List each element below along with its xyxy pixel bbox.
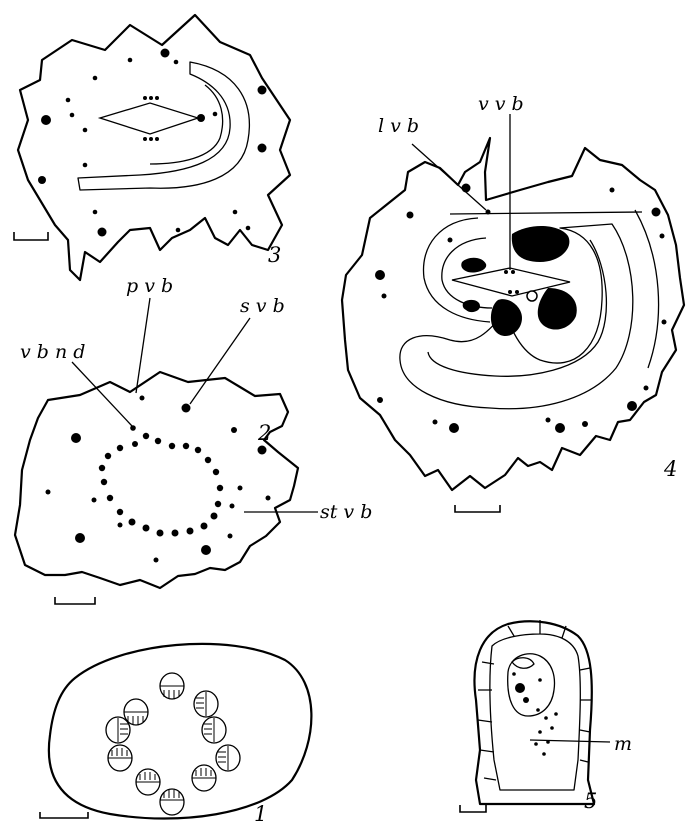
panel-4-number: 4 xyxy=(663,457,677,481)
label-vbnd: v b n d xyxy=(20,341,85,363)
ovule xyxy=(160,673,184,699)
panel-2: v b n d p v b s v b st v b 2 xyxy=(15,275,372,604)
label-vvb: v v b xyxy=(478,93,524,115)
ovule xyxy=(124,699,148,725)
panel-2-outline xyxy=(15,372,298,588)
label-lvb: l v b xyxy=(378,115,419,137)
panel-3-scale-bar xyxy=(14,232,48,240)
panel-2-scale-bar xyxy=(55,597,95,604)
label-stvb: st v b xyxy=(320,501,372,523)
label-svb: s v b xyxy=(240,295,285,317)
panel-5-number: 5 xyxy=(584,789,597,813)
ovule xyxy=(160,789,184,815)
ovule xyxy=(106,717,130,743)
panel-4-scale-bar xyxy=(455,505,500,512)
panel-4-small-ring xyxy=(527,291,537,301)
panel-5: m 5 xyxy=(460,620,632,813)
ovule xyxy=(136,769,160,795)
ovule xyxy=(194,691,218,717)
panel-3-number: 3 xyxy=(268,243,281,267)
panel-1-scale-bar xyxy=(40,812,88,818)
panel-3-outline xyxy=(18,15,290,280)
panel-1-number: 1 xyxy=(254,802,267,824)
ovule xyxy=(216,745,240,771)
label-m: m xyxy=(614,733,632,755)
label-pvb: p v b xyxy=(126,275,173,297)
ovule xyxy=(108,745,132,771)
panel-5-scale-bar xyxy=(460,805,486,812)
panel-1: 1 xyxy=(40,644,311,824)
panel-4: l v b v v b 4 xyxy=(342,93,684,512)
panel-3: 3 xyxy=(14,15,290,280)
ovule xyxy=(202,717,226,743)
ovule xyxy=(192,765,216,791)
panel-2-number: 2 xyxy=(257,421,271,445)
